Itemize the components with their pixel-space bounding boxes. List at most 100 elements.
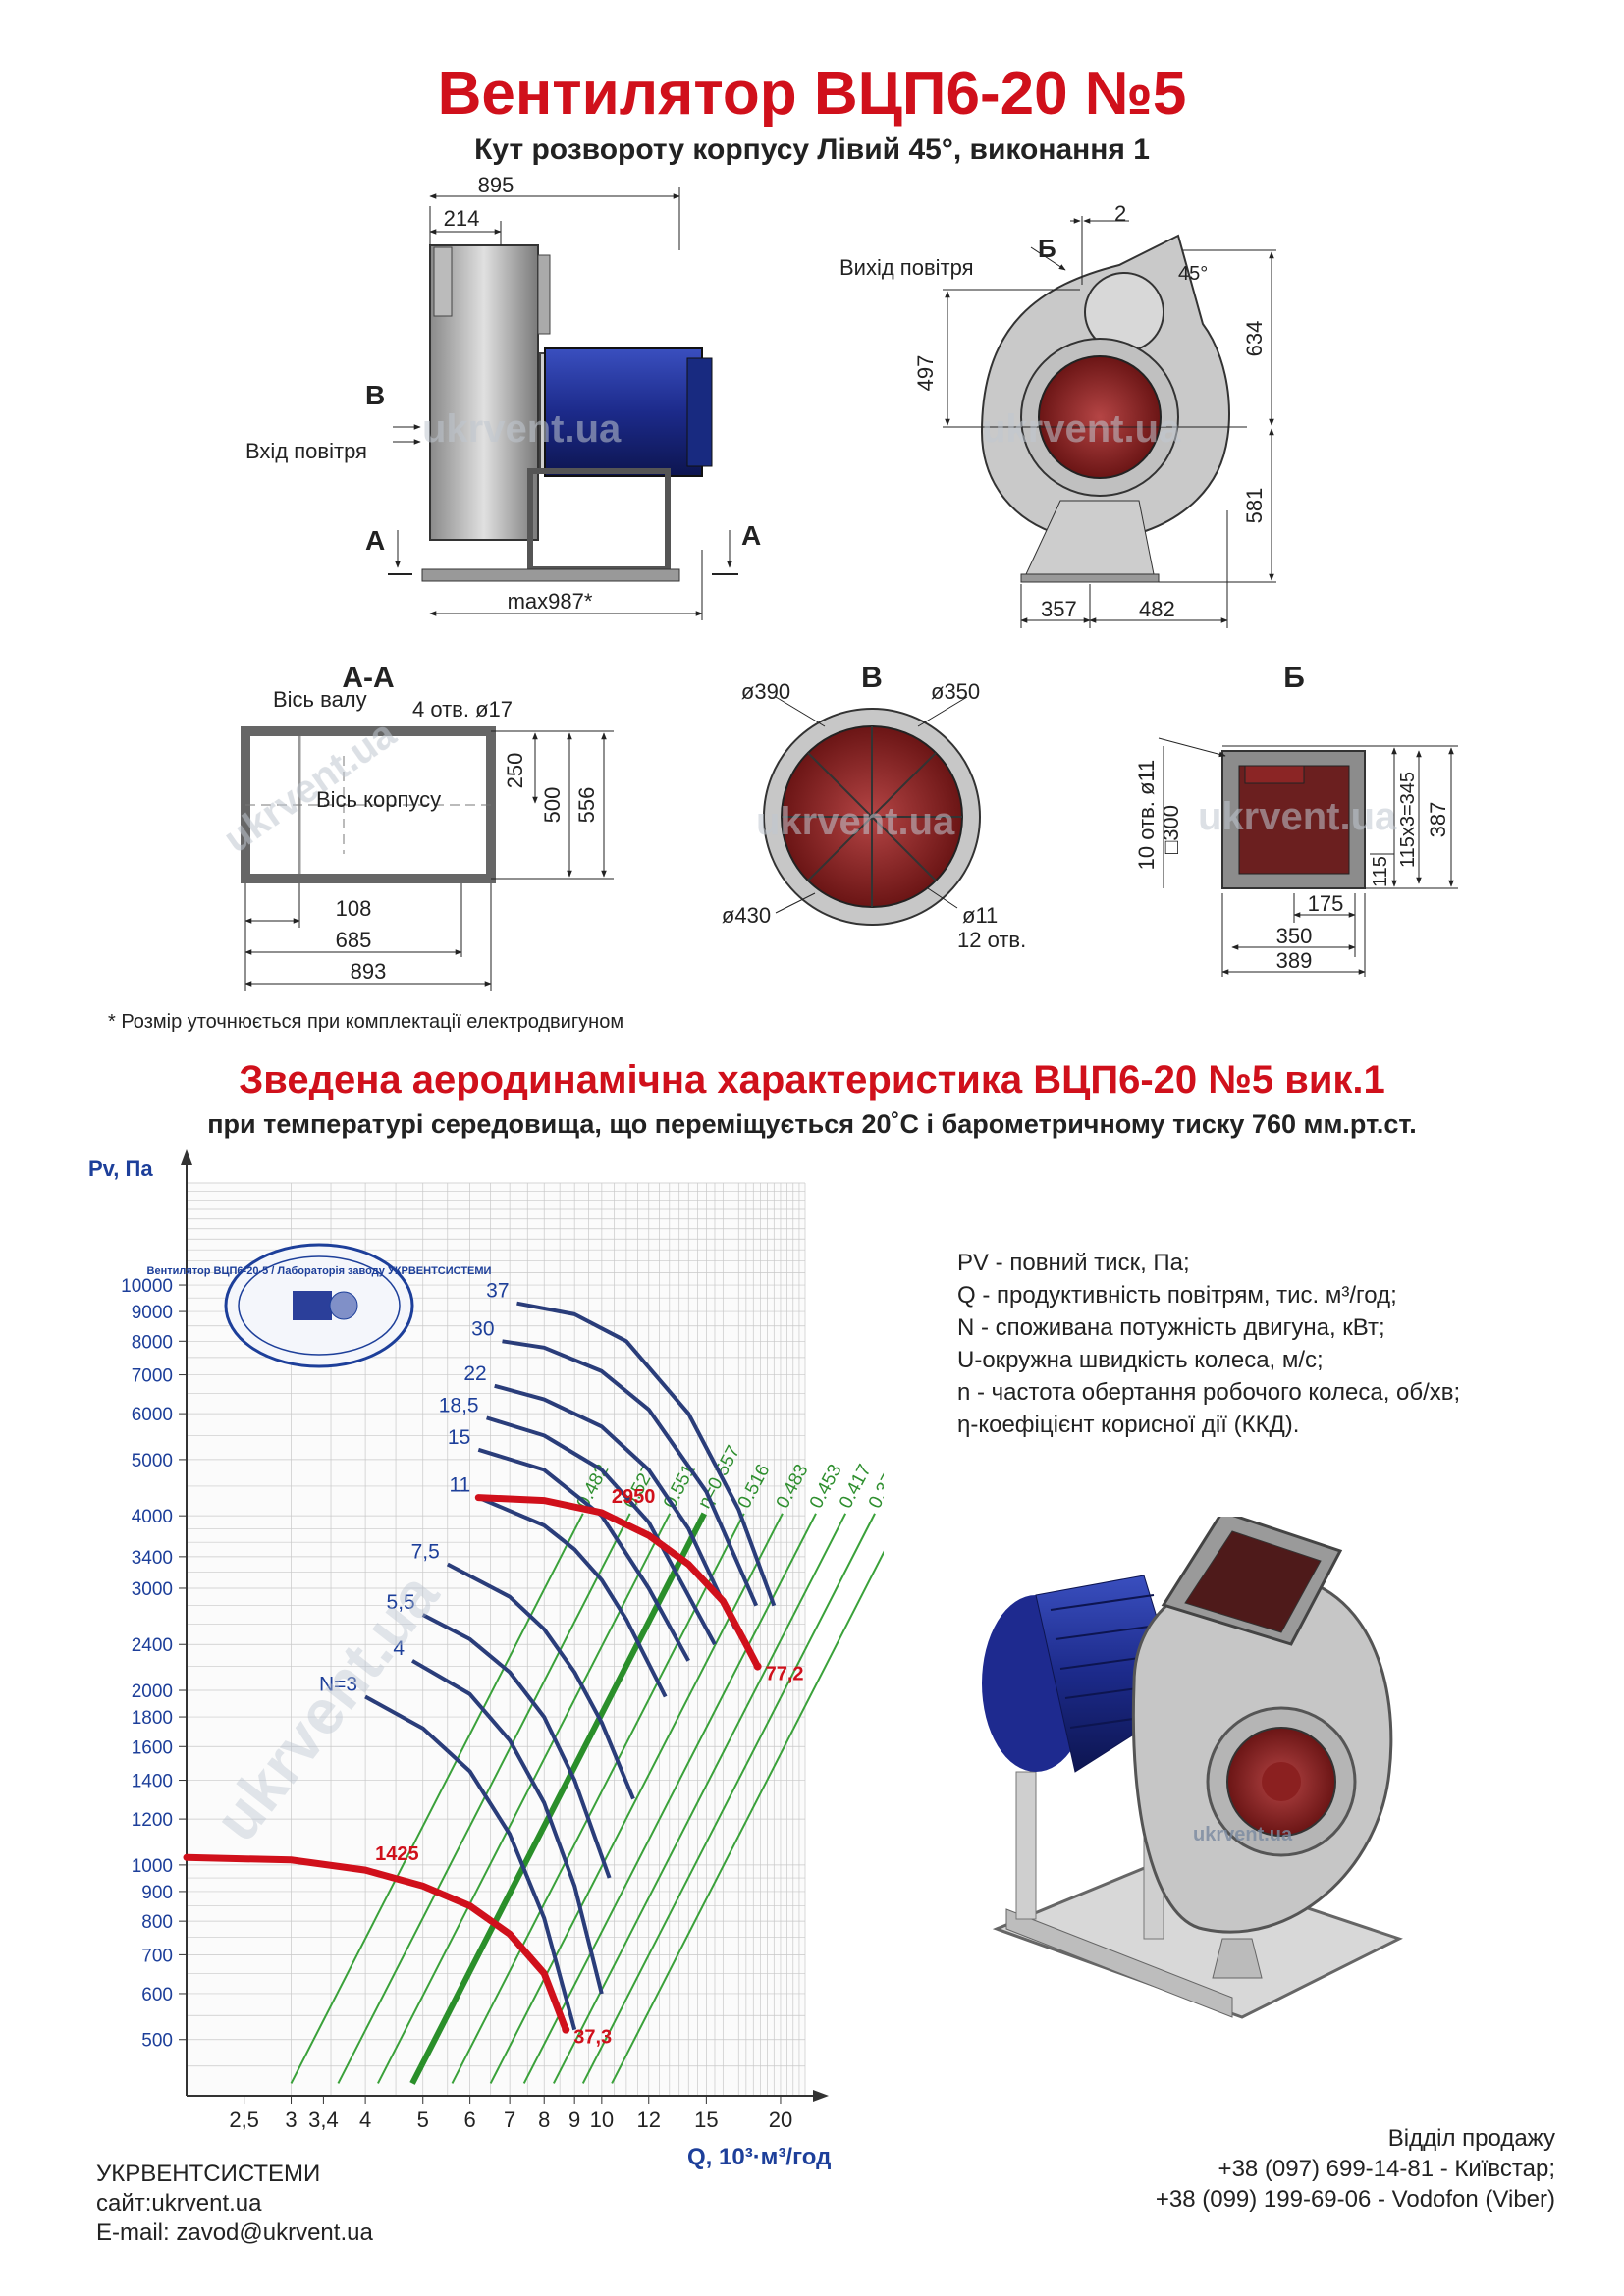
- angle-45: 45°: [1178, 263, 1208, 285]
- speed-curve-end-point: [753, 1662, 762, 1671]
- section-aa-title: А-А: [342, 662, 394, 694]
- dim-d430: ø430: [722, 903, 771, 928]
- efficiency-line: [522, 1513, 817, 2084]
- chart-title: Зведена аеродинамічна характеристика ВЦП…: [239, 1058, 1385, 1101]
- dim-389: 389: [1276, 948, 1313, 973]
- efficiency-line: [337, 1513, 631, 2084]
- x-tick-label: 9: [568, 2108, 580, 2132]
- efficiency-line: [611, 1550, 884, 2084]
- y-tick-label: 600: [141, 1985, 173, 2005]
- y-tick-label: 2400: [132, 1635, 173, 1656]
- y-tick-label: 1800: [132, 1708, 173, 1729]
- x-tick-label: 3: [285, 2108, 297, 2132]
- dim-250: 250: [503, 753, 527, 789]
- dim-581: 581: [1242, 488, 1267, 524]
- y-tick-label: 5000: [132, 1451, 173, 1471]
- dim-d390: ø390: [741, 679, 790, 704]
- x-tick-label: 20: [769, 2108, 792, 2132]
- label-inlet: Вхід повітря: [245, 439, 367, 463]
- dim-214: 214: [444, 206, 480, 231]
- power-curve-label: 18,5: [439, 1394, 479, 1416]
- y-tick-label: 10000: [121, 1276, 173, 1297]
- speed-curve-end-point: [562, 2025, 570, 2034]
- label-holes-10: 10 отв. ø11: [1134, 760, 1159, 871]
- fan-3d-image: ukrvent.ua: [982, 1517, 1403, 2019]
- dim-115: 115: [1370, 856, 1391, 887]
- legend-item-n-speed: n - частота обертання робочого колеса, о…: [957, 1379, 1461, 1406]
- label-a-right: А: [741, 520, 761, 551]
- y-tick-label: 4000: [132, 1507, 173, 1527]
- phone-vodafone[interactable]: +38 (099) 199-69-06 - Vodofon (Viber): [1155, 2186, 1555, 2213]
- legend-item-u: U-окружна швидкість колеса, м/с;: [957, 1347, 1324, 1373]
- dim-108: 108: [336, 896, 372, 921]
- view-b-title: Б: [1283, 662, 1305, 694]
- y-tick-label: 800: [141, 1912, 173, 1933]
- dim-d11: ø11: [962, 903, 998, 928]
- power-curves: [364, 1301, 777, 2031]
- dim-685: 685: [336, 928, 372, 952]
- power-curve: [410, 1659, 604, 1995]
- dim-d350: ø350: [931, 679, 980, 704]
- dim-895: 895: [478, 173, 514, 197]
- x-tick-label: 12: [637, 2108, 661, 2132]
- chart-subtitle: при температурі середовища, що переміщує…: [207, 1109, 1417, 1139]
- label-a-left: А: [365, 525, 385, 556]
- dim-634: 634: [1242, 321, 1267, 357]
- speed-curve-start-label: 2950: [612, 1486, 656, 1508]
- front-view: Вихід повітря Б 2 45° 497 634 581 357 48…: [839, 201, 1276, 628]
- power-curve-label: 7,5: [411, 1541, 440, 1564]
- footer-email[interactable]: E-mail: zavod@ukrvent.ua: [96, 2219, 373, 2246]
- svg-text:ukrvent.ua: ukrvent.ua: [422, 407, 622, 451]
- sales-title: Відділ продажу: [1387, 2125, 1555, 2152]
- x-tick-label: 5: [417, 2108, 429, 2132]
- y-tick-label: 3000: [132, 1579, 173, 1600]
- dim-893: 893: [351, 959, 387, 984]
- efficiency-line: [409, 1512, 707, 2085]
- dim-350: 350: [1276, 924, 1313, 948]
- power-curve-label: 37: [486, 1280, 509, 1303]
- x-tick-label: 6: [464, 2108, 476, 2132]
- y-axis-title: Pv, Па: [88, 1156, 153, 1181]
- x-tick-label: 4: [359, 2108, 371, 2132]
- section-aa: А-А Вісь валу 4 отв. ø17 Вісь корпусу 25…: [241, 662, 614, 991]
- label-holes-12: 12 отв.: [957, 928, 1026, 952]
- y-tick-label: 1200: [132, 1810, 173, 1831]
- speed-curve: [183, 1853, 569, 2034]
- label-holes-4: 4 отв. ø17: [412, 697, 513, 721]
- legend-item-pv: PV - повний тиск, Па;: [957, 1250, 1190, 1276]
- speed-curves: [183, 1494, 762, 2034]
- y-tick-label: 1400: [132, 1772, 173, 1792]
- dim-500: 500: [540, 787, 565, 824]
- svg-text:ukrvent.ua: ukrvent.ua: [1198, 795, 1397, 838]
- y-tick-label: 3400: [132, 1548, 173, 1569]
- y-tick-label: 6000: [132, 1405, 173, 1425]
- y-tick-label: 2000: [132, 1682, 173, 1702]
- y-tick-label: 1600: [132, 1737, 173, 1758]
- x-tick-label: 8: [538, 2108, 550, 2132]
- lab-stamp: Вентилятор ВЦП6-20-5 / Лабораторія завод…: [147, 1243, 492, 1368]
- dim-387: 387: [1426, 802, 1450, 838]
- power-curve-label: 30: [471, 1317, 494, 1340]
- photo-watermark: ukrvent.ua: [1193, 1824, 1293, 1845]
- power-curve: [494, 1383, 738, 1630]
- power-curve: [502, 1339, 759, 1607]
- speed-curve-start-label: 1425: [375, 1843, 419, 1865]
- y-tick-label: 8000: [132, 1332, 173, 1353]
- efficiency-line: [489, 1513, 784, 2084]
- dim-175: 175: [1308, 891, 1344, 916]
- x-tick-label: 7: [504, 2108, 515, 2132]
- power-curve: [516, 1301, 777, 1607]
- x-tick-label: 15: [694, 2108, 718, 2132]
- phone-kyivstar[interactable]: +38 (097) 699-14-81 - Київстар;: [1218, 2156, 1555, 2182]
- footer-sales: Відділ продажу +38 (097) 699-14-81 - Киї…: [1156, 2123, 1555, 2215]
- view-b: Б 10 отв. ø11 □300 115 115х3=345 387 175…: [1134, 662, 1458, 977]
- label-outlet: Вихід повітря: [839, 255, 974, 280]
- power-curve: [446, 1562, 635, 1800]
- x-tick-label: 2,5: [229, 2108, 259, 2132]
- footer-site[interactable]: сайт:ukrvent.ua: [96, 2190, 262, 2216]
- page-subtitle: Кут розвороту корпусу Лівий 45°, виконан…: [474, 133, 1150, 166]
- y-axis-arrow: [181, 1149, 192, 1165]
- power-curve-label: N=3: [319, 1674, 357, 1696]
- power-curve: [364, 1694, 577, 2031]
